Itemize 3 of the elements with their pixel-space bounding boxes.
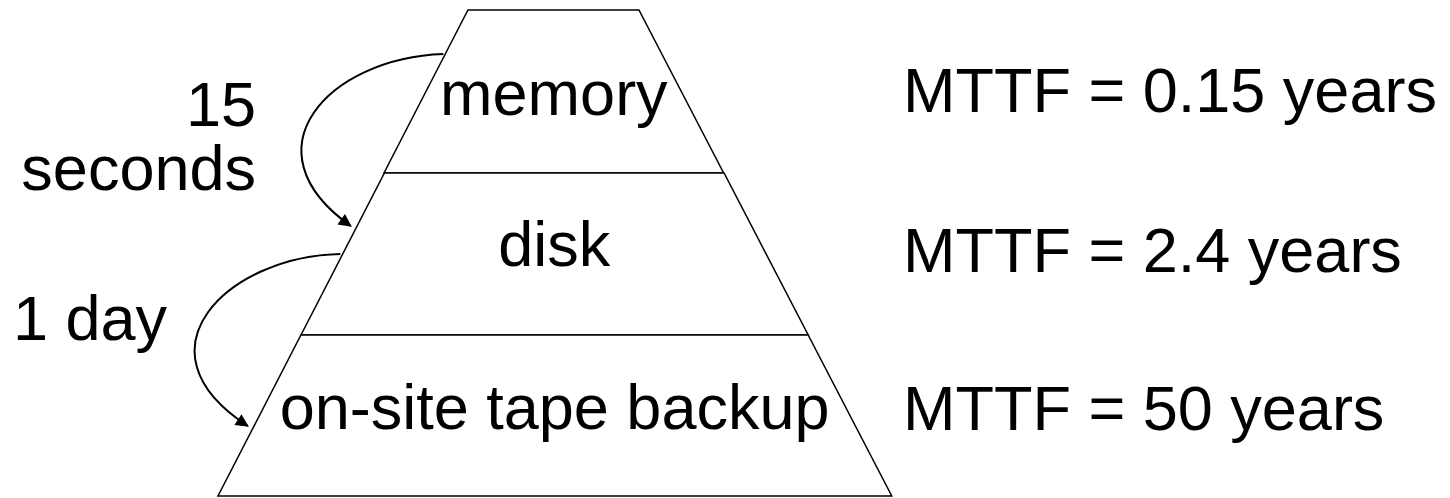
curved-arrow	[193, 253, 342, 427]
curved-arrow	[300, 53, 445, 227]
tier-label: disk	[497, 212, 612, 276]
